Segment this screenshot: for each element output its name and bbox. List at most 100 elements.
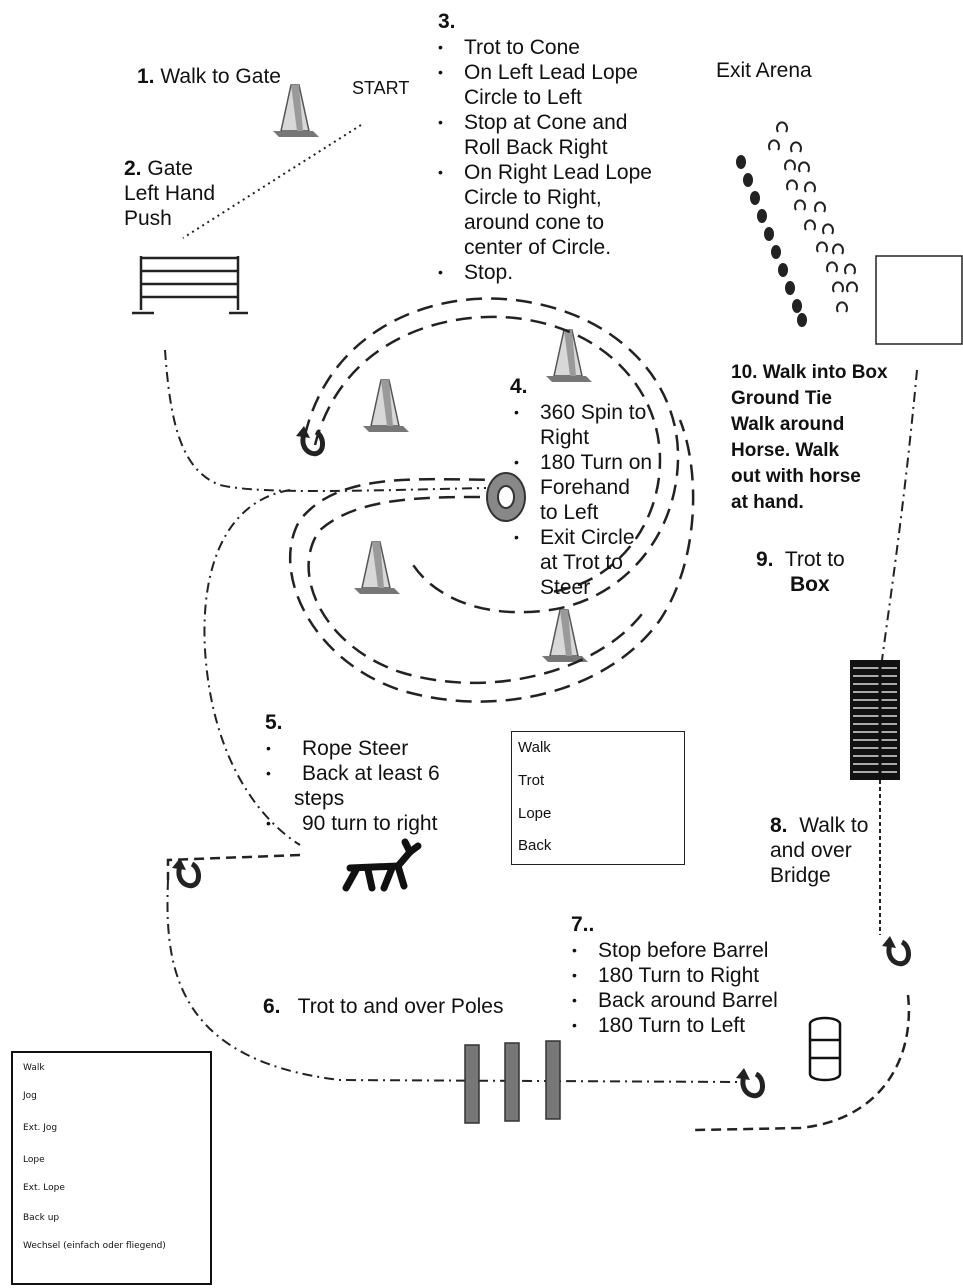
legend-walk: Walk [518, 739, 551, 756]
step-number: 2. [124, 157, 142, 180]
exit-arena-label: Exit Arena [716, 59, 812, 82]
turn-arrow-icon [736, 1068, 763, 1096]
step-number: 9. [756, 548, 774, 571]
step-3-list: Trot to Cone On Left Lead Lope Circle to… [434, 35, 652, 285]
cone-icon [362, 379, 410, 433]
step-3-number: 3. [438, 9, 456, 34]
step-4-list: 360 Spin to Right 180 Turn on Forehand t… [510, 400, 652, 600]
list-item: 90 turn to right [262, 811, 440, 836]
hoofprints-icon [736, 121, 858, 327]
legend-walk: Walk [23, 1063, 45, 1073]
step-text: Gate [147, 157, 193, 180]
step-number: 1. [137, 65, 155, 88]
turn-arrow-icon [882, 936, 909, 964]
step-text: out with horse [731, 466, 861, 487]
legend-back: Back [518, 837, 552, 854]
step-text: Trot to [784, 548, 845, 571]
list-item-cont: Circle to Right, [464, 186, 602, 209]
cone-icon [545, 329, 593, 383]
step-1-label: 1. Walk to Gate [137, 64, 281, 89]
step-text: Horse. Walk [731, 440, 840, 461]
step-number: 7.. [571, 913, 595, 936]
legend-lope: Lope [23, 1155, 45, 1165]
legend-back-up: Back up [23, 1213, 60, 1223]
walk-path [182, 124, 362, 239]
legend-ext-lope: Ext. Lope [23, 1183, 65, 1193]
legend-jog: Jog [23, 1091, 37, 1101]
step-7-number: 7.. [571, 912, 594, 937]
list-item: Trot to Cone [434, 35, 652, 60]
legend-small: Walk Jog Ext. Jog Lope Ext. Lope Back up… [11, 1051, 212, 1285]
cone-icon [541, 609, 589, 663]
poles-icon [464, 1040, 561, 1124]
list-item: Back at least 6 [262, 761, 440, 786]
list-item-cont: at Trot to [540, 551, 623, 574]
step-text: and over [770, 839, 852, 862]
cone-icon [272, 84, 320, 138]
list-item-cont: Circle to Left [464, 86, 582, 109]
tire-icon [486, 472, 526, 522]
list-item: Back around Barrel [568, 988, 778, 1013]
step-text: Bridge [770, 864, 831, 887]
step-2-label: 2. Gate Left Hand Push [124, 156, 215, 231]
list-item: Stop at Cone and [434, 110, 652, 135]
step-number: 4. [510, 375, 528, 398]
gate-icon [132, 256, 248, 315]
step-number: 3. [438, 10, 456, 33]
bridge-icon [850, 660, 900, 780]
turn-arrow-icon [172, 858, 199, 886]
lope-circles [289, 297, 695, 703]
list-item-cont: around cone to [464, 211, 605, 234]
step-9-label: 9. Trot to Box [756, 547, 845, 597]
legend: Walk Trot Lope Back [511, 731, 685, 865]
step-text: at hand. [731, 492, 804, 513]
step-text: Trot to and over Poles [297, 995, 504, 1018]
list-item: Rope Steer [262, 736, 440, 761]
step-10-label: 10. Walk into Box Ground Tie Walk around… [731, 360, 888, 516]
barrel-icon [808, 1016, 842, 1082]
list-item-cont: Forehand [540, 476, 630, 499]
list-item: 180 Turn to Right [568, 963, 778, 988]
cone-icon [353, 541, 401, 595]
legend-lope: Lope [518, 805, 552, 822]
step-5-number: 5. [265, 710, 283, 735]
step-number: 5. [265, 711, 283, 734]
list-item-cont: steps [294, 787, 345, 810]
step-7-list: Stop before Barrel 180 Turn to Right Bac… [568, 938, 778, 1038]
list-item: On Left Lead Lope [434, 60, 652, 85]
step-number: 8. [770, 814, 788, 837]
list-item: 180 Turn on [510, 450, 652, 475]
step-8-label: 8. Walk to and over Bridge [770, 813, 868, 888]
list-item-cont: Steer [540, 576, 591, 599]
list-item-cont: center of Circle. [464, 236, 612, 259]
list-item: Stop before Barrel [568, 938, 778, 963]
step-text: Walk around [731, 414, 845, 435]
list-item: Exit Circle [510, 525, 652, 550]
list-item: Stop. [434, 260, 652, 285]
list-item-cont: Right [540, 426, 590, 449]
step-text: 10. Walk into Box [731, 362, 888, 383]
legend-ext-jog: Ext. Jog [23, 1123, 58, 1133]
list-item: On Right Lead Lope [434, 160, 652, 185]
start-label: START [352, 78, 410, 98]
step-text: Left Hand [124, 182, 216, 205]
step-5-list: Rope Steer Back at least 6 steps 90 turn… [262, 736, 440, 836]
legend-trot: Trot [518, 772, 545, 789]
step-number: 6. [263, 995, 281, 1018]
steer-icon [342, 838, 422, 892]
list-item: 180 Turn to Left [568, 1013, 778, 1038]
step-4-number: 4. [510, 374, 528, 399]
legend-wechsel: Wechsel (einfach oder fliegend) [23, 1241, 166, 1251]
step-6-label: 6. Trot to and over Poles [263, 994, 503, 1019]
back-path [166, 853, 911, 1132]
box-icon [875, 255, 963, 345]
step-text: Walk to [799, 814, 869, 837]
step-text: Push [124, 207, 172, 230]
step-text: Ground Tie [731, 388, 832, 409]
step-text: Box [790, 573, 830, 596]
list-item: 360 Spin to [510, 400, 652, 425]
step-text: Walk to Gate [160, 65, 281, 88]
list-item-cont: to Left [540, 501, 599, 524]
